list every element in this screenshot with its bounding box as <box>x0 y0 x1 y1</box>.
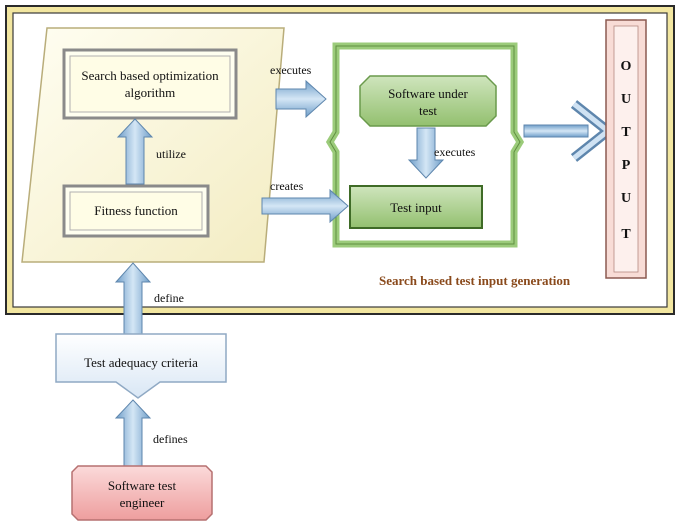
utilize-label: utilize <box>156 147 186 161</box>
executes-inner-label: executes <box>434 145 476 159</box>
output-letter-1: O <box>621 59 632 74</box>
output-letter-2: U <box>621 92 631 107</box>
software-under-test-box[interactable]: Software under test <box>359 75 497 127</box>
search-algorithm-box[interactable]: Search based optimization algorithm <box>62 48 238 120</box>
output-box: O U T P U T <box>605 19 647 279</box>
software-under-test-label-line2: test <box>419 103 437 118</box>
software-test-engineer-box[interactable]: Software test engineer <box>71 465 213 521</box>
creates-arrow <box>261 188 349 224</box>
fitness-function-box[interactable]: Fitness function <box>62 184 210 238</box>
region-label: Search based test input generation <box>379 273 571 288</box>
creates-label: creates <box>270 179 304 193</box>
executes-label: executes <box>270 63 312 77</box>
define-label: define <box>154 291 184 305</box>
software-test-engineer-label-line1: Software test <box>108 478 177 493</box>
test-input-label: Test input <box>390 200 442 215</box>
software-under-test-container <box>325 42 525 248</box>
fitness-function-label: Fitness function <box>94 203 178 218</box>
output-letter-4: P <box>622 158 631 173</box>
software-under-test-label-line1: Software under <box>388 86 468 101</box>
test-adequacy-criteria-box[interactable]: Test adequacy criteria <box>55 333 227 399</box>
test-adequacy-criteria-label: Test adequacy criteria <box>84 355 198 370</box>
defines-label: defines <box>153 432 188 446</box>
search-algorithm-label-line2: algorithm <box>125 85 176 100</box>
software-test-engineer-label-line2: engineer <box>120 495 165 510</box>
output-letter-6: T <box>621 227 631 242</box>
test-input-box[interactable]: Test input <box>349 185 483 229</box>
output-letter-5: U <box>621 191 631 206</box>
defines-arrow <box>114 399 152 467</box>
executes-inner-arrow <box>407 127 445 179</box>
define-arrow <box>114 262 152 335</box>
executes-arrow <box>275 79 327 119</box>
search-algorithm-label-line1: Search based optimization <box>81 68 219 83</box>
output-letter-3: T <box>621 125 631 140</box>
utilize-arrow <box>116 118 154 185</box>
